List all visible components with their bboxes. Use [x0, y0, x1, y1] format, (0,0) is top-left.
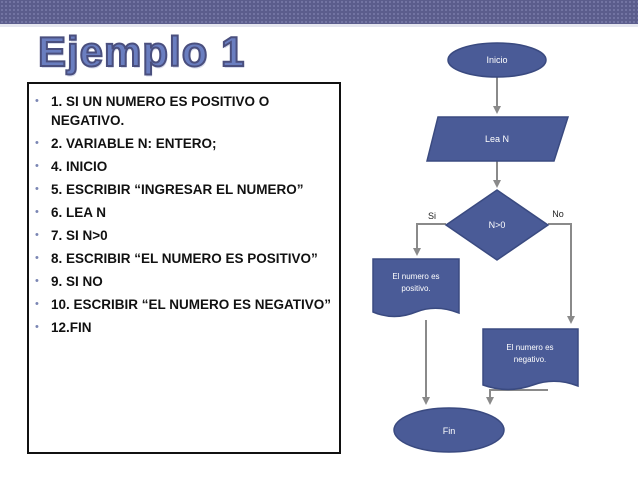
- decision-label: N>0: [489, 220, 506, 230]
- arrow-decision-no: [548, 223, 575, 324]
- decision-diamond: [444, 189, 550, 261]
- end-label: Fin: [443, 426, 456, 436]
- list-item: •9. SI NO: [35, 274, 103, 289]
- start-label: Inicio: [486, 55, 507, 65]
- list-item: •5. ESCRIBIR “INGRESAR EL NUMERO”: [35, 182, 304, 197]
- bullet-icon: •: [35, 298, 39, 310]
- bullet-icon: •: [35, 275, 39, 287]
- list-item: •8. ESCRIBIR “EL NUMERO ES POSITIVO”: [35, 251, 318, 266]
- list-item: •1. SI UN NUMERO ES POSITIVO O NEGATIVO.: [35, 94, 270, 128]
- output-negative-line2: negativo.: [514, 355, 546, 364]
- list-item: •10. ESCRIBIR “EL NUMERO ES NEGATIVO”: [35, 297, 332, 312]
- bullet-icon: •: [35, 183, 39, 195]
- output-positive-line2: positivo.: [401, 284, 430, 293]
- list-item: •12.FIN: [35, 320, 92, 335]
- output-negative-line1: El numero es: [506, 343, 553, 352]
- slide-title: Ejemplo 1: [37, 27, 246, 76]
- input-parallelogram: [426, 116, 570, 162]
- output-positive-line1: El numero es: [392, 272, 439, 281]
- flowchart: Inicio Lea N N>0 Si No El numero es posi…: [372, 42, 579, 453]
- bullet-icon: •: [35, 160, 39, 172]
- flow-connectors: [413, 75, 575, 405]
- header-divider: [0, 24, 638, 27]
- list-item: •7. SI N>0: [35, 228, 108, 243]
- input-label: Lea N: [485, 134, 509, 144]
- list-item: •2. VARIABLE N: ENTERO;: [35, 136, 217, 151]
- bullet-icon: •: [35, 252, 39, 264]
- output-positive-document: [372, 258, 460, 318]
- pseudocode-box: •1. SI UN NUMERO ES POSITIVO O NEGATIVO.…: [27, 82, 341, 454]
- bullet-icon: •: [35, 95, 39, 107]
- bullet-icon: •: [35, 229, 39, 241]
- no-label: No: [552, 209, 564, 219]
- list-item: •6. LEA N: [35, 205, 107, 220]
- bullet-icon: •: [35, 321, 39, 333]
- pseudocode-list: •1. SI UN NUMERO ES POSITIVO O NEGATIVO.…: [29, 92, 341, 337]
- output-negative-document: [482, 328, 579, 391]
- bullet-icon: •: [35, 137, 39, 149]
- yes-label: Si: [428, 211, 436, 221]
- arrow-decision-yes: [413, 223, 446, 256]
- list-item: •4. INICIO: [35, 159, 108, 174]
- end-terminal: [393, 407, 505, 453]
- bullet-icon: •: [35, 206, 39, 218]
- start-terminal: [447, 42, 547, 78]
- header-band: [0, 0, 638, 24]
- arrow-negative-to-end: [486, 389, 548, 405]
